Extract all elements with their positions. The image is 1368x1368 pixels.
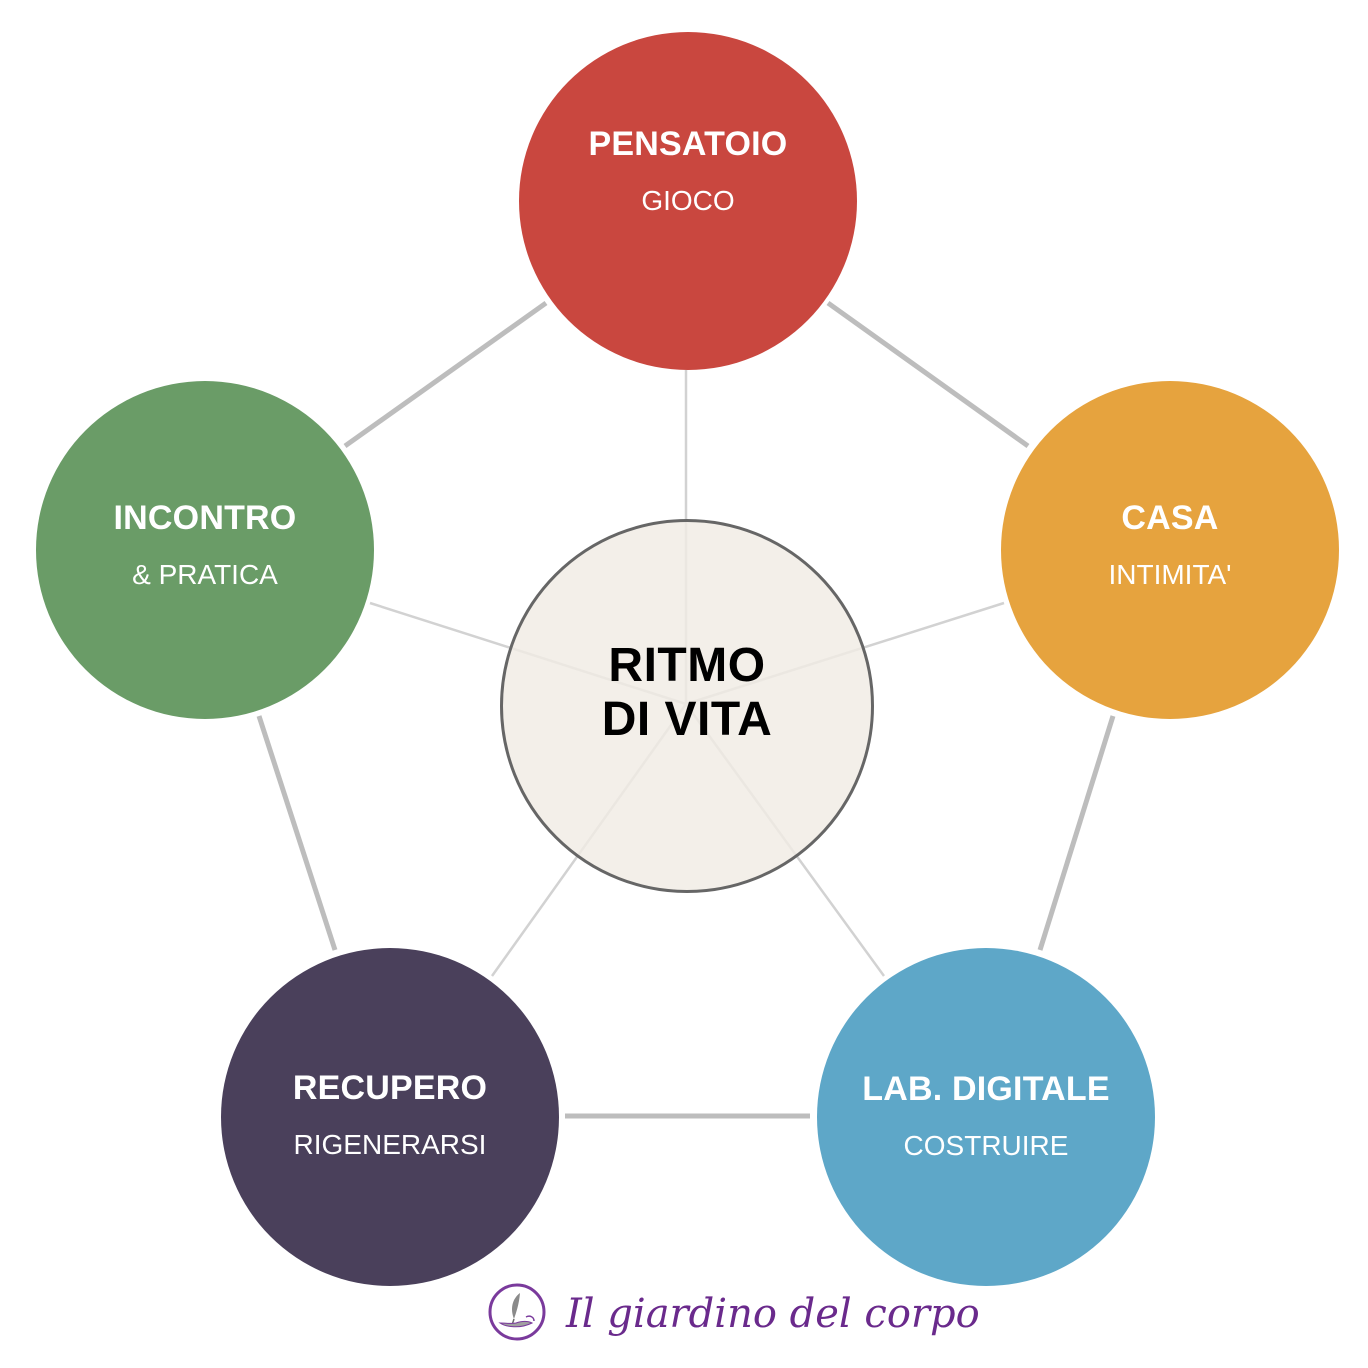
edge-pensatoio-casa: [826, 300, 1030, 449]
node-title: LAB. DIGITALE: [862, 1070, 1110, 1108]
node-lab-digitale: LAB. DIGITALE COSTRUIRE: [817, 948, 1155, 1286]
edge-incontro-pensatoio: [343, 300, 548, 449]
node-recupero: RECUPERO RIGENERARSI: [221, 948, 559, 1286]
node-subtitle: INTIMITA': [1108, 559, 1232, 590]
node-incontro: INCONTRO & PRATICA: [36, 381, 374, 719]
node-subtitle: GIOCO: [641, 185, 735, 216]
brand: Il giardino del corpo: [486, 1283, 980, 1344]
node-title: CASA: [1121, 499, 1219, 537]
node-title: RECUPERO: [292, 1069, 488, 1107]
center-node: RITMO DI VITA: [500, 519, 874, 893]
brand-text: Il giardino del corpo: [566, 1291, 980, 1337]
node-pensatoio: PENSATOIO GIOCO: [519, 32, 857, 370]
center-title: RITMO DI VITA: [601, 639, 773, 746]
node-title: INCONTRO: [113, 499, 297, 537]
edge-recupero-incontro: [256, 715, 338, 951]
node-subtitle: COSTRUIRE: [903, 1130, 1069, 1161]
node-subtitle: RIGENERARSI: [293, 1129, 487, 1160]
node-casa: CASA INTIMITA': [1001, 381, 1339, 719]
edge-casa-lab-digitale: [1037, 715, 1116, 951]
node-subtitle: & PRATICA: [132, 559, 278, 590]
feather-in-hand-logo-icon: [486, 1281, 548, 1348]
node-title: PENSATOIO: [588, 125, 788, 163]
